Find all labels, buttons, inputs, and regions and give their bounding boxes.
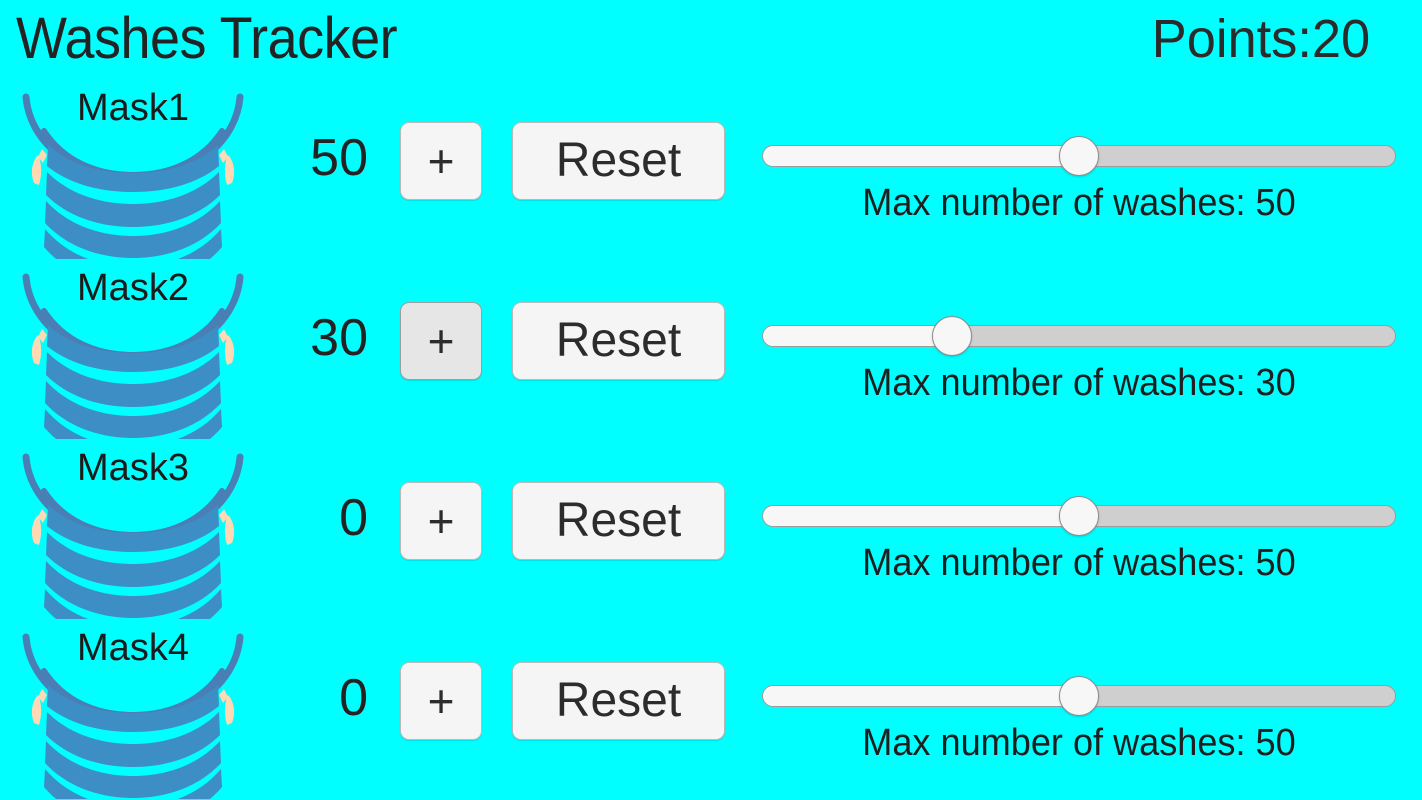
reset-button[interactable]: Reset bbox=[512, 302, 725, 380]
increment-button[interactable]: + bbox=[400, 482, 482, 560]
mask-row-mask1: Mask1 50 + Reset Max number of washes: 5… bbox=[0, 80, 1422, 260]
max-washes-slider-area: Max number of washes: 50 bbox=[762, 440, 1396, 620]
slider-fill bbox=[763, 686, 1079, 706]
max-washes-label: Max number of washes: 30 bbox=[862, 362, 1296, 404]
increment-button[interactable]: + bbox=[400, 662, 482, 740]
max-washes-label: Max number of washes: 50 bbox=[862, 722, 1296, 764]
max-washes-slider-track[interactable] bbox=[762, 325, 1396, 347]
mask-row-mask4: Mask4 0 + Reset Max number of washes: 50 bbox=[0, 620, 1422, 800]
increment-button[interactable]: + bbox=[400, 302, 482, 380]
increment-button[interactable]: + bbox=[400, 122, 482, 200]
max-washes-slider-area: Max number of washes: 50 bbox=[762, 620, 1396, 800]
reset-button[interactable]: Reset bbox=[512, 482, 725, 560]
points-counter: Points:20 bbox=[1151, 9, 1370, 69]
max-washes-slider-thumb[interactable] bbox=[1059, 496, 1099, 536]
face-mask-icon bbox=[8, 83, 258, 259]
app-header: Washes Tracker Points:20 bbox=[0, 0, 1422, 80]
slider-fill bbox=[763, 146, 1079, 166]
max-washes-label: Max number of washes: 50 bbox=[862, 182, 1296, 224]
face-mask-icon bbox=[8, 443, 258, 619]
mask-row-mask2: Mask2 30 + Reset Max number of washes: 3… bbox=[0, 260, 1422, 440]
mask-row-mask3: Mask3 0 + Reset Max number of washes: 50 bbox=[0, 440, 1422, 620]
page-title: Washes Tracker bbox=[16, 6, 398, 71]
wash-count-value: 50 bbox=[310, 129, 368, 187]
max-washes-label: Max number of washes: 50 bbox=[862, 542, 1296, 584]
max-washes-slider-area: Max number of washes: 50 bbox=[762, 80, 1396, 260]
wash-count-value: 0 bbox=[339, 489, 368, 547]
slider-fill bbox=[763, 506, 1079, 526]
max-washes-slider-thumb[interactable] bbox=[1059, 676, 1099, 716]
reset-button[interactable]: Reset bbox=[512, 122, 725, 200]
max-washes-slider-area: Max number of washes: 30 bbox=[762, 260, 1396, 440]
face-mask-icon bbox=[8, 263, 258, 439]
reset-button[interactable]: Reset bbox=[512, 662, 725, 740]
face-mask-icon bbox=[8, 623, 258, 799]
max-washes-slider-thumb[interactable] bbox=[1059, 136, 1099, 176]
max-washes-slider-thumb[interactable] bbox=[932, 316, 973, 356]
wash-count-value: 0 bbox=[339, 669, 368, 727]
slider-fill bbox=[763, 326, 953, 346]
wash-count-value: 30 bbox=[310, 309, 368, 367]
